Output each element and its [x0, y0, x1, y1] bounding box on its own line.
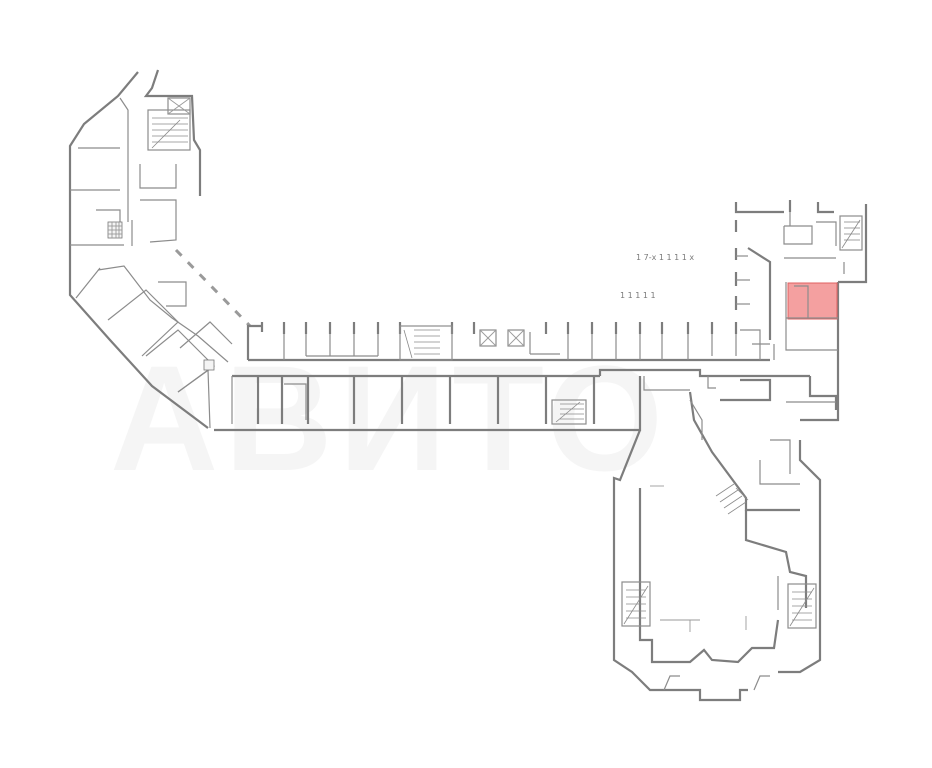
right-north-block: 1 7-х 1 1 1 1 х 1 1 1 1 1 [620, 200, 868, 422]
stairs-south-east [789, 587, 815, 627]
stairs-south-west [623, 585, 649, 625]
faint-label-1: 1 7-х 1 1 1 1 х [636, 253, 694, 262]
left-wing [68, 69, 252, 429]
elevator-grid-left [107, 221, 123, 239]
stairs-lower-center [555, 401, 584, 423]
stairs-hall-top [715, 483, 749, 515]
stairs-left-top [151, 117, 188, 149]
lower-partitions [231, 376, 596, 424]
stairs-right-north [841, 219, 861, 249]
stairs-center [403, 329, 440, 359]
highlighted-room[interactable] [787, 282, 838, 320]
faint-label-2: 1 1 1 1 1 [620, 291, 656, 300]
elevator-shafts [479, 329, 525, 347]
south-block [612, 391, 822, 702]
upper-partitions [260, 322, 738, 360]
